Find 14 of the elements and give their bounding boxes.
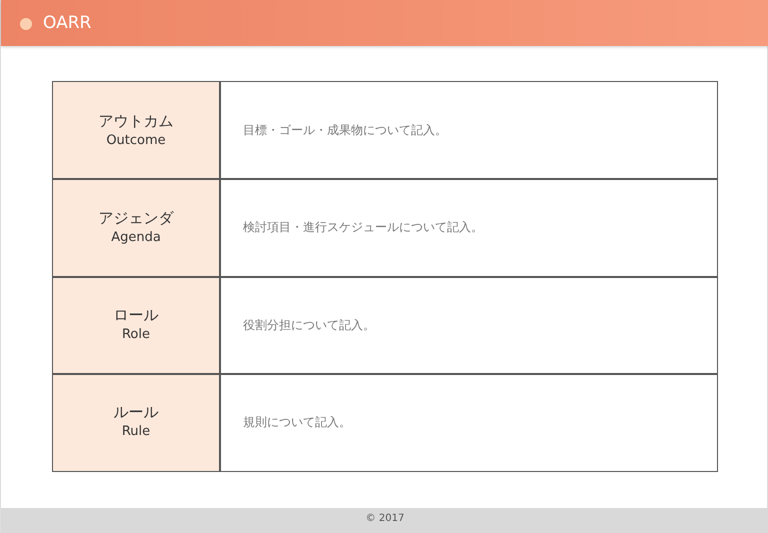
description: 役割分担について記入。 [243, 316, 375, 334]
term-japanese: アジェンダ [98, 208, 174, 228]
term-japanese: ルール [114, 402, 158, 422]
title: OARR [43, 12, 92, 34]
term-english: Agenda [111, 228, 161, 247]
term-english: Outcome [106, 132, 166, 150]
description: 検討項目・進行スケジュールについて記入。 [243, 219, 483, 236]
description: 規則について記入。 [243, 414, 351, 431]
description: 目標・ゴール・成果物について記入。 [243, 122, 447, 140]
term-english: Role [122, 326, 150, 344]
copyright-text: © 2017 [366, 513, 404, 524]
term-english: Rule [122, 423, 150, 442]
term-japanese: ロール [114, 305, 158, 326]
term-japanese: アウトカム [98, 110, 174, 131]
